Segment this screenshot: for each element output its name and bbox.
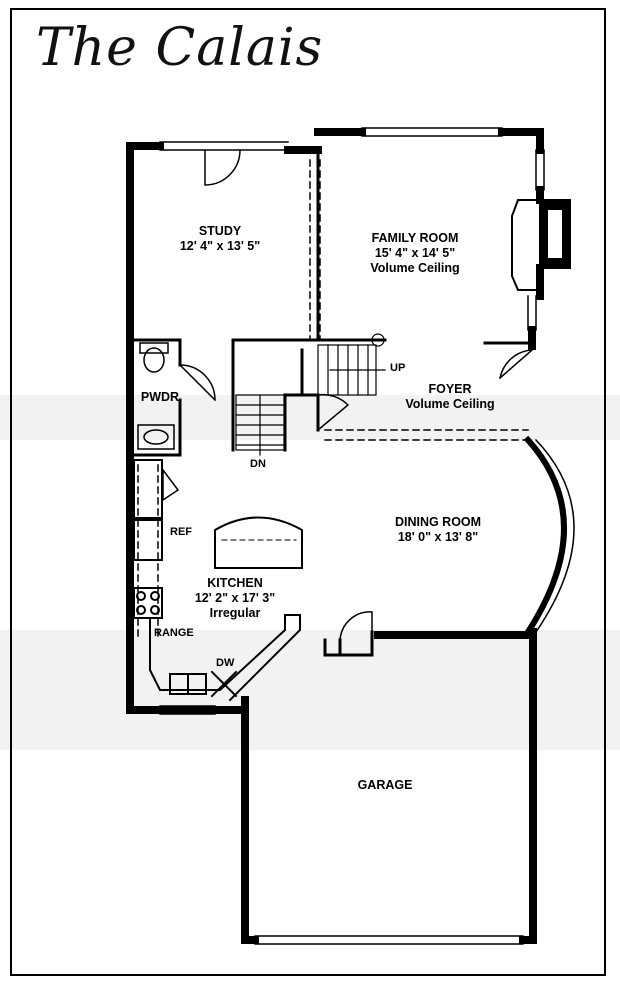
- room-note: Irregular: [209, 606, 261, 620]
- stairs: [235, 333, 386, 456]
- room-note: Volume Ceiling: [405, 397, 495, 411]
- room-study: STUDY 12' 4" x 13' 5": [160, 224, 280, 254]
- refrigerator-label: REF: [170, 526, 192, 538]
- counters: [133, 459, 301, 702]
- scan-shading: [0, 630, 620, 750]
- drawing-frame: [10, 8, 606, 976]
- room-dining-room: DINING ROOM 18' 0" x 13' 8": [378, 515, 498, 545]
- room-size: 18' 0" x 13' 8": [397, 530, 479, 544]
- room-name: FOYER: [428, 382, 472, 396]
- room-name: PWDR: [140, 390, 180, 404]
- stair-down-label: DN: [250, 458, 266, 470]
- dishwasher-label: DW: [216, 657, 235, 669]
- room-note: Volume Ceiling: [370, 261, 460, 275]
- bay-window: [523, 435, 575, 637]
- room-kitchen: KITCHEN 12' 2" x 17' 3" Irregular: [180, 576, 290, 621]
- room-family-room: FAMILY ROOM 15' 4" x 14' 5" Volume Ceili…: [350, 231, 480, 276]
- range-label: RANGE: [154, 627, 194, 639]
- kitchen-island: [214, 516, 303, 569]
- exterior-walls: [126, 128, 544, 944]
- plan-title: The Calais: [36, 18, 324, 78]
- room-foyer: FOYER Volume Ceiling: [395, 382, 505, 412]
- stair-up-label: UP: [390, 362, 406, 374]
- room-name: KITCHEN: [207, 576, 263, 590]
- room-name: STUDY: [198, 224, 242, 238]
- room-size: 15' 4" x 14' 5": [374, 246, 456, 260]
- room-powder: PWDR: [138, 390, 182, 405]
- room-size: 12' 2" x 17' 3": [194, 591, 276, 605]
- room-size: 12' 4" x 13' 5": [179, 239, 261, 253]
- room-garage: GARAGE: [340, 778, 430, 793]
- room-name: GARAGE: [357, 778, 413, 792]
- room-name: DINING ROOM: [394, 515, 482, 529]
- scan-shading: [0, 395, 620, 440]
- interior-walls: [128, 148, 534, 657]
- powder-fixtures: [137, 342, 175, 450]
- windows: [159, 127, 545, 945]
- room-name: FAMILY ROOM: [371, 231, 459, 245]
- fireplace: [511, 199, 571, 291]
